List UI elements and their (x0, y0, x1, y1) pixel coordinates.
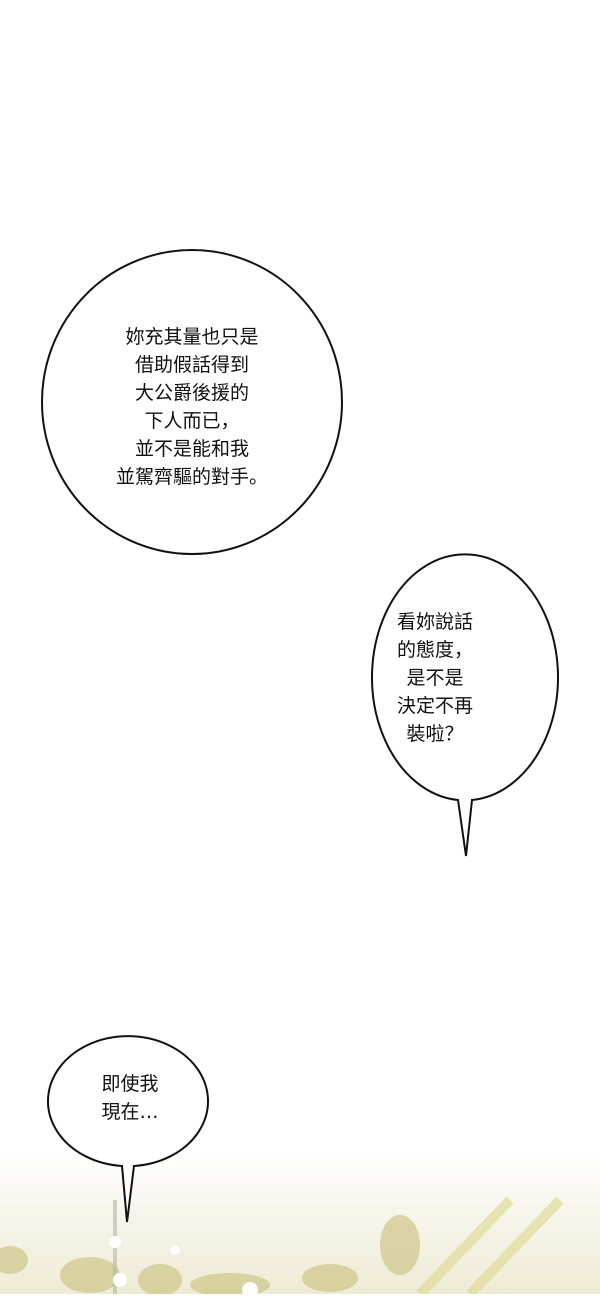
speech-bubble-3 (47, 1035, 209, 1223)
gold-ornament-decoration (0, 1196, 564, 1298)
speech-bubble-2 (371, 553, 559, 857)
bubble-3-text: 即使我 現在… (101, 1073, 159, 1123)
bubble-2-text: 看妳說話 的態度， 是不是 決定不再 裝啦？ (396, 611, 473, 745)
bubble-1-text: 妳充其量也只是 借助假話得到 大公爵後援的 下人而已， 並不是能和我 並駕齊驅的… (115, 326, 268, 488)
ornate-background-art (0, 1150, 600, 1298)
speech-bubble-1 (41, 249, 343, 555)
